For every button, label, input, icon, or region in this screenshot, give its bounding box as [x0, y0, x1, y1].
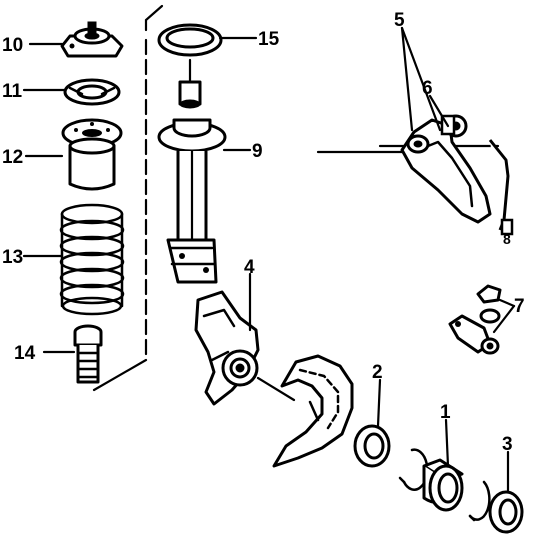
part-4-steering-knuckle	[194, 290, 260, 406]
label-14: 14	[14, 343, 36, 364]
label-5: 5	[394, 10, 405, 31]
label-6: 6	[422, 78, 433, 99]
part-15-insulator	[157, 23, 223, 57]
part-labels: 10 11 12 13 14 15 9 4 5 6 7 8 2 1 3	[2, 10, 525, 455]
label-10: 10	[2, 35, 23, 56]
label-3: 3	[502, 434, 513, 455]
label-9: 9	[252, 141, 263, 162]
label-11: 11	[2, 81, 23, 102]
label-15: 15	[258, 29, 280, 50]
part-7-link-kit	[448, 284, 502, 355]
label-7: 7	[514, 296, 525, 317]
label-1: 1	[440, 402, 451, 423]
part-3-seal	[488, 490, 524, 534]
label-12: 12	[2, 147, 23, 168]
part-12-spring-seat	[61, 118, 123, 191]
group-bracket	[92, 4, 164, 392]
part-1-wheel-bearing	[422, 458, 464, 512]
part-2-seal	[353, 424, 391, 468]
label-8: 8	[503, 231, 511, 247]
label-4: 4	[244, 257, 255, 278]
part-10-strut-mount	[60, 21, 124, 58]
part-13-coil-spring	[59, 203, 125, 316]
part-14-bump-stop	[73, 324, 103, 384]
part-11-bearing	[63, 78, 121, 106]
dust-shield	[272, 354, 354, 468]
control-arm-assembly	[316, 114, 514, 236]
snap-ring-right	[468, 480, 491, 522]
label-2: 2	[372, 362, 383, 383]
strut-assembly	[157, 58, 227, 284]
leader-lines	[22, 26, 516, 494]
label-13: 13	[2, 247, 23, 268]
